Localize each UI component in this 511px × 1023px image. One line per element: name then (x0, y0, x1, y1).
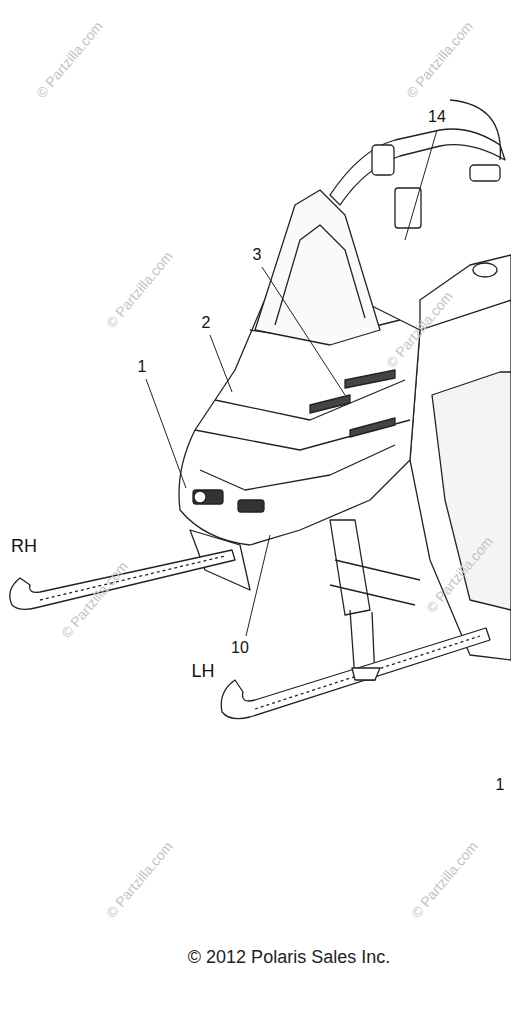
watermark: © Partzilla.com (59, 559, 131, 641)
watermark: © Partzilla.com (104, 249, 176, 331)
leader-line (405, 130, 437, 240)
watermark: © Partzilla.com (424, 534, 496, 616)
callout-number: 14 (428, 108, 446, 126)
leader-line (262, 267, 345, 395)
watermark: © Partzilla.com (34, 19, 106, 101)
left-control (372, 145, 394, 175)
hood-crease (200, 445, 395, 490)
windshield (255, 190, 380, 345)
shock (330, 520, 370, 615)
callout-number: 1 (138, 358, 147, 376)
callout-number: 2 (202, 314, 211, 332)
watermark: © Partzilla.com (104, 839, 176, 921)
lh-ski-keel (255, 636, 480, 709)
rh-ski (10, 550, 235, 609)
callout-number: LH (191, 662, 214, 682)
watermark: © Partzilla.com (404, 19, 476, 101)
headlight (238, 500, 264, 512)
fuel-cap (473, 263, 497, 277)
callout-number: 1 (496, 776, 505, 794)
watermark: © Partzilla.com (384, 289, 456, 371)
headlight (193, 490, 223, 504)
watermark: © Partzilla.com (409, 839, 481, 921)
side-panel-window (432, 372, 511, 610)
leader-line (246, 535, 270, 636)
copyright-caption: © 2012 Polaris Sales Inc. (188, 948, 390, 968)
lh-ski (221, 628, 490, 719)
side-panel (410, 300, 511, 660)
rh-ski-keel (40, 556, 225, 600)
right-control (470, 165, 500, 181)
vents (310, 370, 395, 437)
control-module (395, 188, 421, 228)
callout-number: 3 (253, 246, 262, 264)
callout-number: RH (11, 537, 37, 557)
mirror-stalk (450, 100, 500, 160)
windshield-inner (275, 225, 365, 325)
leader-line (210, 335, 232, 392)
leader-line (146, 379, 186, 488)
callout-number: 10 (231, 639, 249, 657)
ski-saddle (352, 668, 380, 680)
emblem (194, 491, 206, 503)
